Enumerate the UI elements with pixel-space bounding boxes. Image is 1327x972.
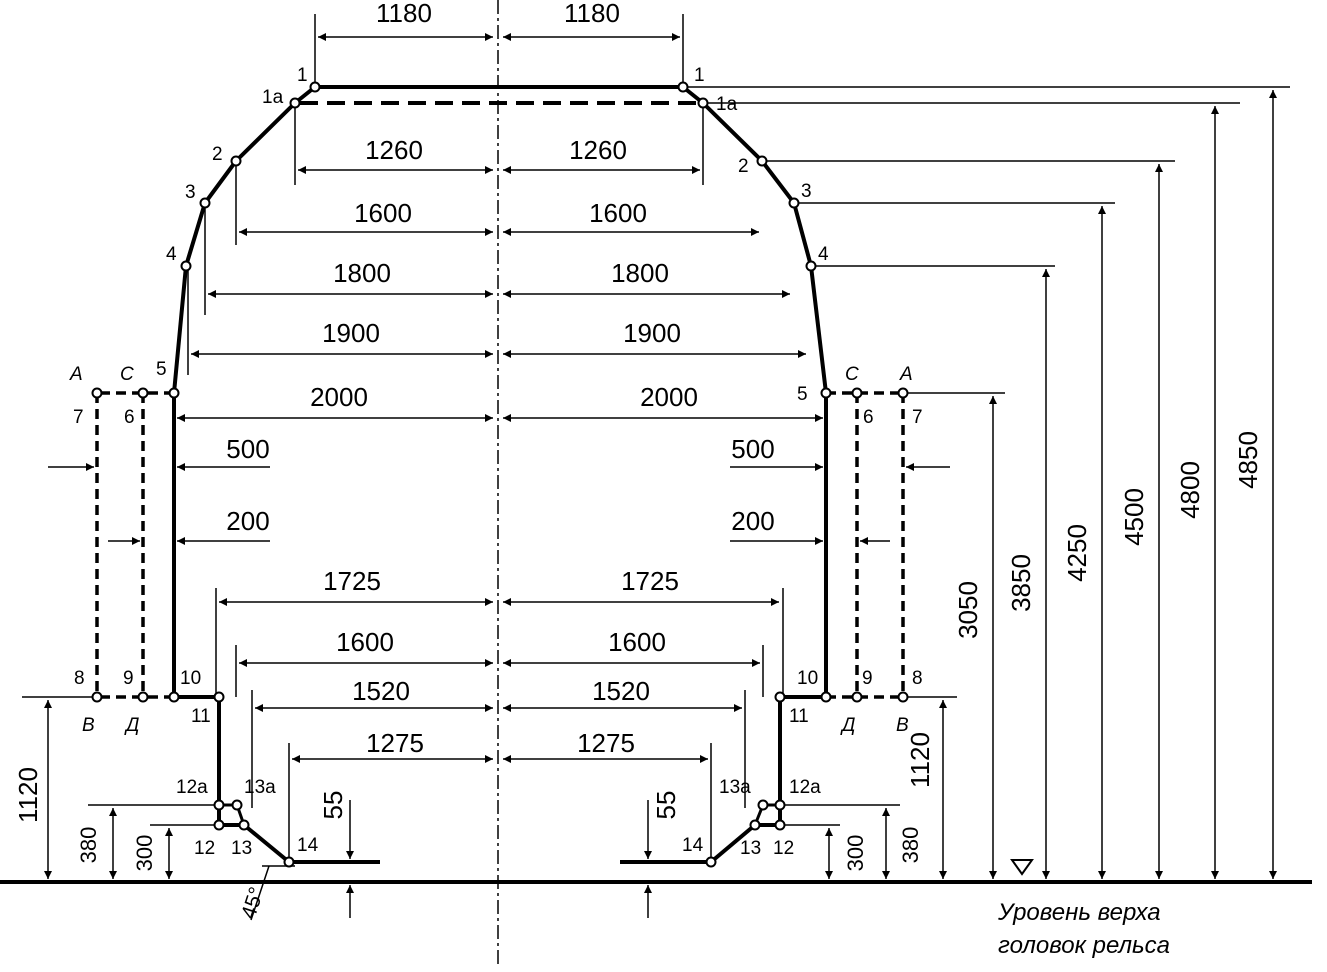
extension-lines — [22, 14, 1290, 921]
pt-7-right: 7 — [912, 407, 923, 428]
height-4800: 4800 — [1175, 461, 1205, 519]
pt-14-right: 14 — [682, 835, 704, 856]
width-3-left: 1800 — [333, 258, 391, 288]
pt-13-left: 13 — [231, 838, 252, 859]
height-300-left: 300 — [132, 835, 157, 872]
pt-13a-left: 13a — [244, 777, 276, 798]
letter-c-left: С — [120, 364, 134, 385]
width-12-left: 1520 — [352, 676, 410, 706]
pt-9-right: 9 — [862, 668, 873, 689]
height-1120-left: 1120 — [13, 767, 43, 823]
pt-2-left: 2 — [212, 144, 223, 165]
width-2-right: 1600 — [589, 198, 647, 228]
pt-10-right: 10 — [797, 668, 818, 689]
pt-13-right: 13 — [740, 838, 761, 859]
dashed-gauge-right — [826, 391, 905, 699]
width-14-left: 1275 — [366, 728, 424, 758]
width-labels: 1180 1180 1260 1260 1600 1600 1800 1800 … — [226, 0, 774, 758]
pt-8-right: 8 — [912, 668, 923, 689]
height-55-right: 55 — [651, 791, 681, 820]
width-1a-left: 1260 — [365, 135, 423, 165]
pt-4-right: 4 — [818, 244, 829, 265]
width-1a-right: 1260 — [569, 135, 627, 165]
angle-45: 45° — [237, 884, 269, 921]
offset-inner-right: 200 — [731, 506, 774, 536]
width-dimension-lines — [177, 33, 823, 763]
width-3-right: 1800 — [611, 258, 669, 288]
pt-6-left: 6 — [124, 407, 135, 428]
height-55-left: 55 — [318, 791, 348, 820]
letter-d-right: Д — [840, 715, 855, 736]
pt-3-left: 3 — [185, 182, 196, 203]
point-labels: 1 1 1a 1a 2 2 3 3 4 4 5 5 6 6 7 7 8 8 9 … — [73, 65, 923, 859]
width-top-right: 1180 — [564, 0, 620, 28]
pt-5-right: 5 — [797, 384, 808, 405]
letter-labels: А С С А В Д Д В — [69, 364, 913, 736]
offset-inner-left: 200 — [226, 506, 269, 536]
pt-12-left: 12 — [194, 838, 215, 859]
width-12-right: 1520 — [592, 676, 650, 706]
letter-a-left: А — [69, 364, 83, 385]
pt-14-left: 14 — [297, 835, 319, 856]
width-10-left: 1725 — [323, 566, 381, 596]
height-380-left: 380 — [76, 827, 101, 864]
offset-arrows — [48, 463, 950, 545]
pt-9-left: 9 — [123, 668, 134, 689]
letter-b-right: В — [896, 715, 909, 736]
pt-11-left: 11 — [191, 706, 211, 727]
pt-1-left: 1 — [297, 65, 308, 86]
pt-4-left: 4 — [166, 244, 177, 265]
caption-line-2: головок рельса — [998, 932, 1170, 959]
height-4250: 4250 — [1062, 524, 1092, 582]
height-4850: 4850 — [1233, 431, 1263, 489]
pt-8-left: 8 — [74, 668, 85, 689]
width-4-left: 1900 — [322, 318, 380, 348]
pt-1-right: 1 — [694, 65, 705, 86]
pt-12a-right: 12a — [789, 777, 821, 798]
pt-11-right: 11 — [789, 706, 809, 727]
width-top-left: 1180 — [376, 0, 432, 28]
rail-level-caption: Уровень верха головок рельса — [997, 899, 1170, 959]
pt-7-left: 7 — [73, 407, 84, 428]
pt-6-right: 6 — [863, 407, 874, 428]
pt-12a-left: 12a — [176, 777, 208, 798]
pt-13a-right: 13a — [719, 777, 751, 798]
width-4-right: 1900 — [623, 318, 681, 348]
width-11-right: 1600 — [608, 627, 666, 657]
height-labels: 4850 4800 4500 4250 3850 3050 1120 1120 … — [13, 431, 1263, 922]
height-4500: 4500 — [1119, 488, 1149, 546]
offset-outer-left: 500 — [226, 434, 269, 464]
height-dimension-lines — [44, 90, 1277, 879]
caption-line-1: Уровень верха — [997, 899, 1161, 926]
letter-c-right: С — [845, 364, 859, 385]
pt-5-left: 5 — [156, 359, 167, 380]
letter-b-left: В — [82, 715, 95, 736]
pt-12-right: 12 — [773, 838, 794, 859]
rail-level-triangle — [1010, 859, 1034, 876]
dim-55-arrows — [346, 800, 652, 918]
height-3850: 3850 — [1006, 554, 1036, 612]
offset-outer-right: 500 — [731, 434, 774, 464]
width-10-right: 1725 — [621, 566, 679, 596]
letter-d-left: Д — [124, 715, 139, 736]
letter-a-right: А — [899, 364, 913, 385]
height-1120-right: 1120 — [905, 732, 935, 788]
width-14-right: 1275 — [577, 728, 635, 758]
pt-3-right: 3 — [801, 181, 812, 202]
pt-10-left: 10 — [180, 668, 201, 689]
point-markers — [91, 81, 909, 868]
dashed-gauge-left — [95, 391, 174, 699]
width-11-left: 1600 — [336, 627, 394, 657]
width-5-left: 2000 — [310, 382, 368, 412]
height-300-right: 300 — [843, 835, 868, 872]
width-2-left: 1600 — [354, 198, 412, 228]
pt-1a-right: 1a — [716, 94, 738, 115]
pt-2-right: 2 — [738, 156, 749, 177]
width-5-right: 2000 — [640, 382, 698, 412]
height-3050: 3050 — [953, 581, 983, 639]
pt-1a-left: 1a — [262, 87, 284, 108]
height-380-right: 380 — [898, 827, 923, 864]
